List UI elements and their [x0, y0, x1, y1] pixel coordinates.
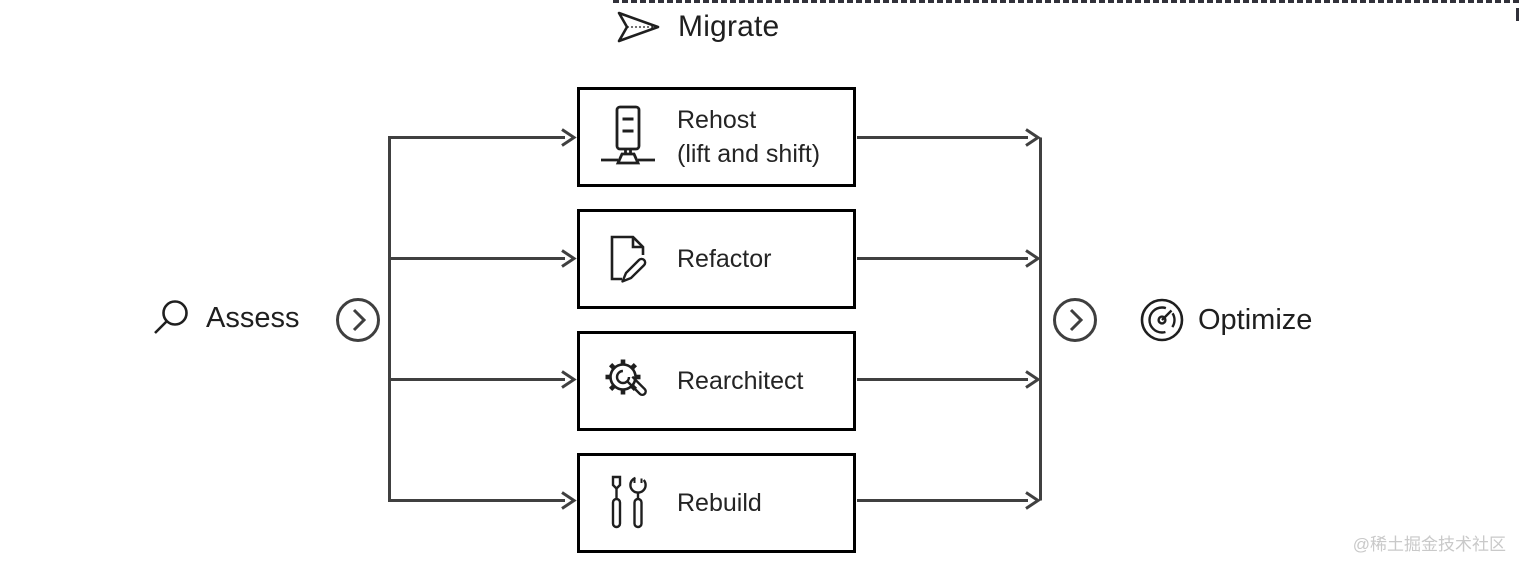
strategy-label: Rehost — [677, 106, 757, 134]
server-icon — [599, 104, 657, 170]
chevron-circle-right-icon — [1051, 296, 1099, 344]
optimize-node: Optimize — [1139, 297, 1312, 343]
strategy-label: Rearchitect — [677, 367, 804, 395]
strategy-label: Refactor — [677, 245, 772, 273]
strategy-label: Rebuild — [677, 489, 762, 517]
gear-wrench-icon — [599, 355, 657, 407]
optimize-label: Optimize — [1198, 303, 1313, 336]
search-icon — [151, 297, 193, 339]
paper-plane-icon — [611, 4, 665, 50]
selection-dashed-line — [613, 0, 1519, 3]
assess-label: Assess — [206, 301, 300, 334]
strategy-box-refactor: Refactor — [577, 209, 856, 309]
gauge-icon — [1139, 297, 1185, 343]
watermark-text: @稀土掘金技术社区 — [1352, 535, 1506, 554]
screwdriver-wrench-icon — [599, 475, 657, 531]
assess-node: Assess — [151, 297, 299, 339]
strategy-box-rearchitect: Rearchitect — [577, 331, 856, 431]
strategy-box-rebuild: Rebuild — [577, 453, 856, 553]
title-label: Migrate — [678, 10, 780, 43]
strategy-box-rehost: Rehost (lift and shift) — [577, 87, 856, 187]
diagram-title: Migrate — [611, 4, 779, 50]
selection-dash-tick — [1516, 8, 1519, 21]
chevron-circle-left-icon — [334, 296, 382, 344]
strategy-sublabel: (lift and shift) — [677, 140, 821, 168]
document-pencil-icon — [599, 234, 657, 284]
